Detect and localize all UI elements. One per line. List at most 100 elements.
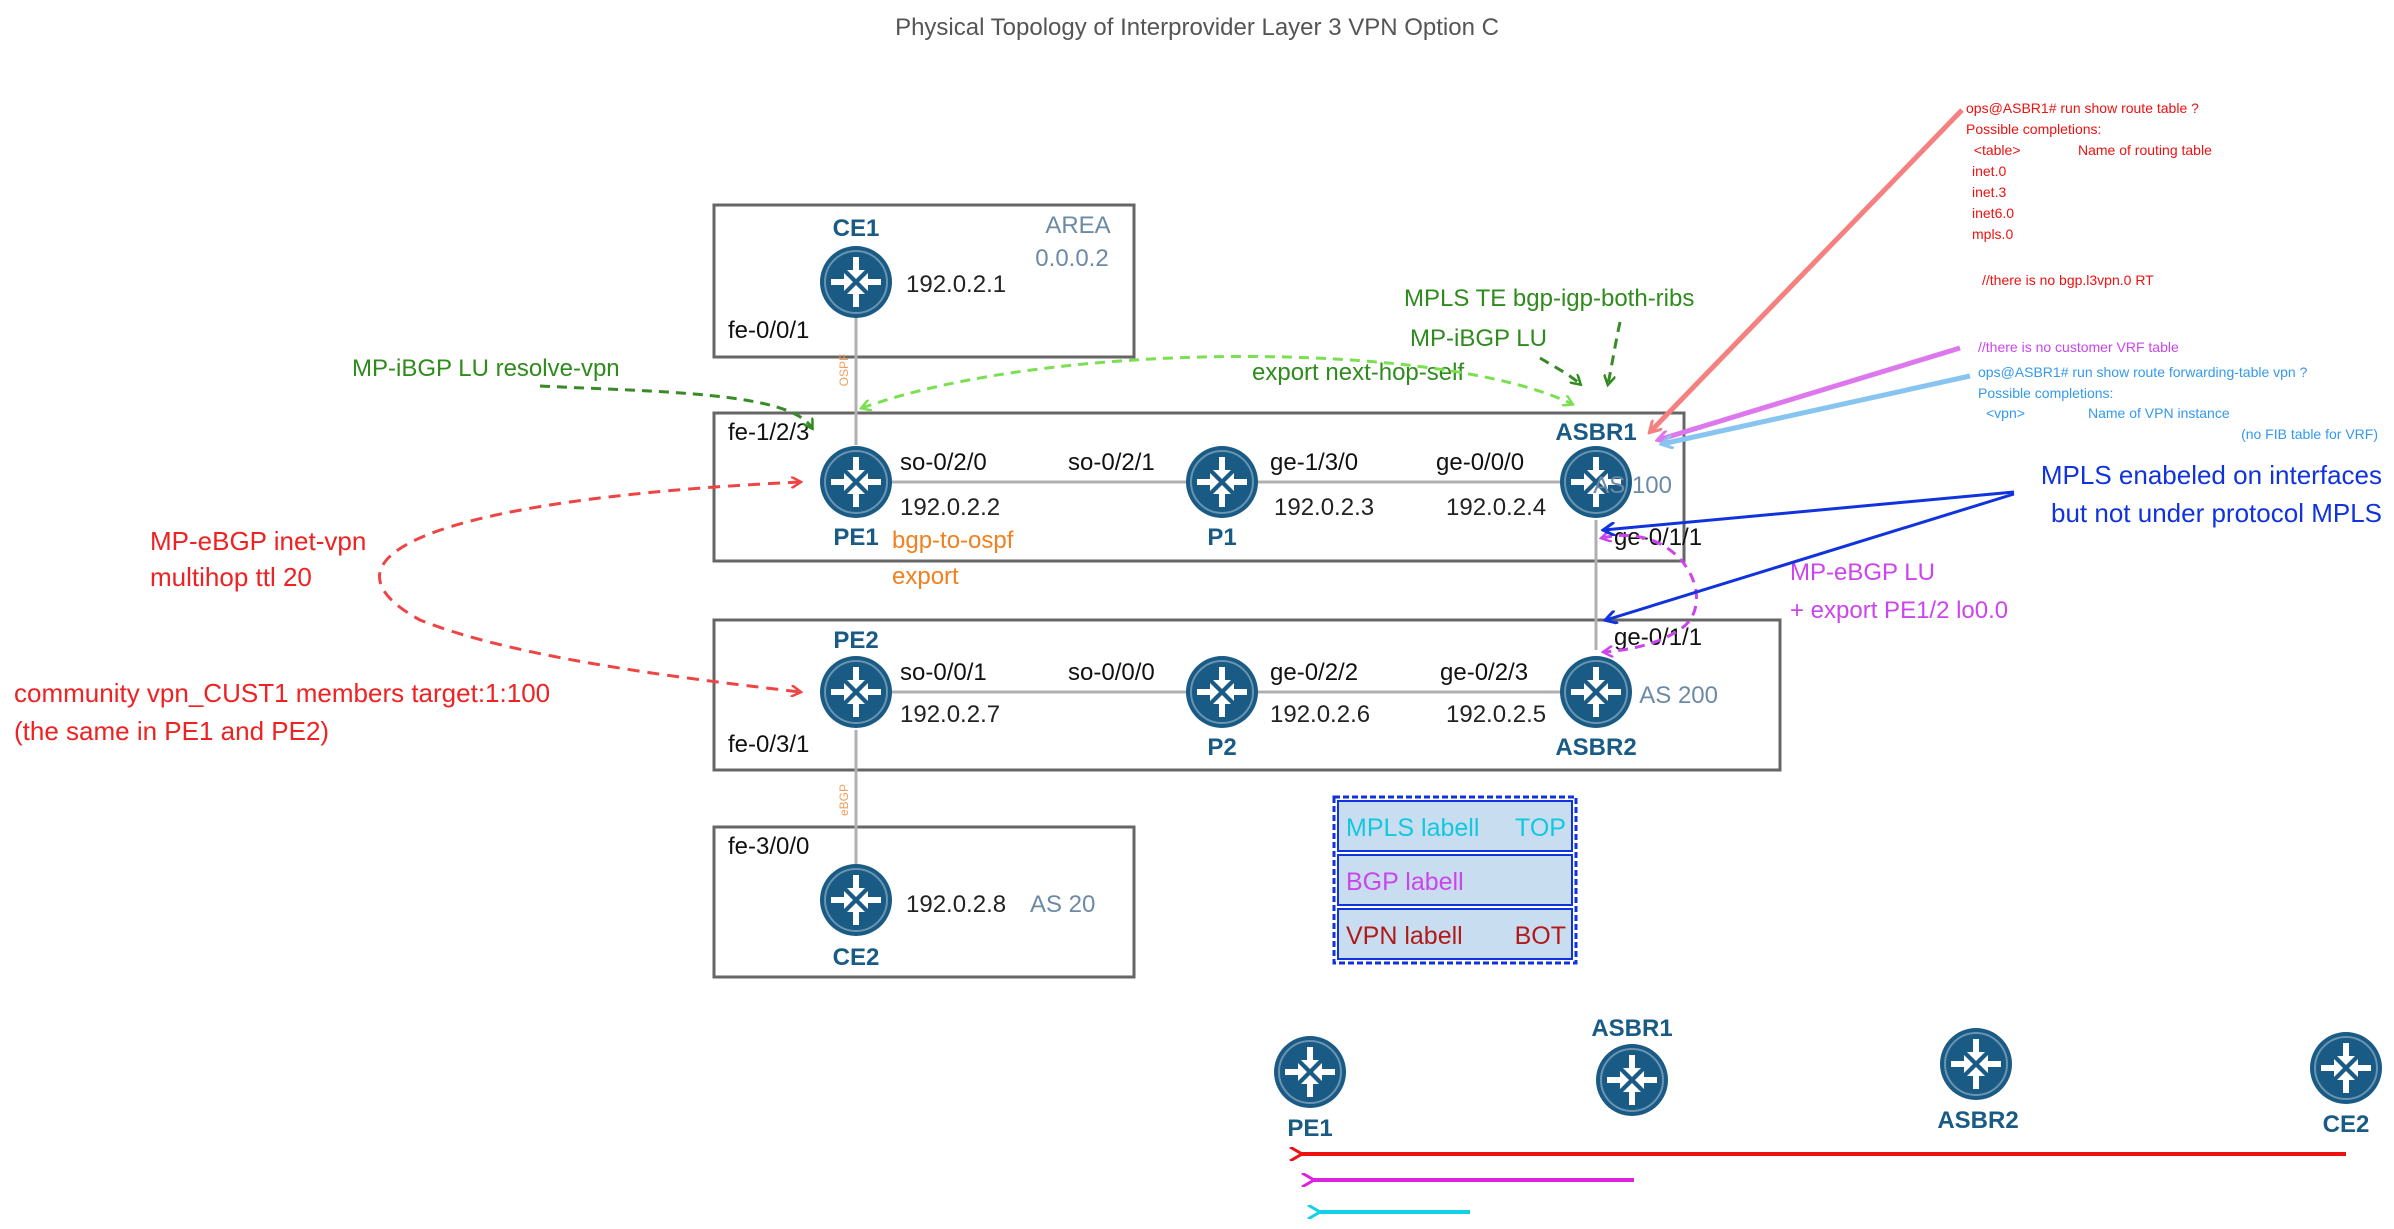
if-p1-so: so-0/2/1: [1068, 449, 1155, 476]
ce1-name: CE1: [833, 215, 880, 242]
if-pe1-so: so-0/2/0: [900, 449, 987, 476]
router-pe2-icon: [819, 655, 893, 729]
cli-red-line-1: ops@ASBR1# run show route table ?: [1966, 100, 2199, 116]
cli-blue-line-4: (no FIB table for VRF): [2241, 426, 2378, 442]
cli-red-line-7: mpls.0: [1972, 226, 2013, 242]
arrow-mpls-te: [1608, 321, 1622, 384]
arrow-cli-purple: [1658, 345, 1961, 440]
if-ce2-fe: fe-3/0/0: [728, 833, 809, 860]
as200-label: AS 200: [1639, 682, 1718, 709]
router-p1-icon: [1185, 445, 1259, 519]
as20-label: AS 20: [1030, 891, 1095, 918]
p2-name: P2: [1207, 734, 1236, 761]
label-stack: MPLS labell TOP BGP labell VPN labell BO…: [1332, 795, 1578, 965]
mp-ebgp-inetvpn-label: MP-eBGP inet-vpn: [150, 526, 366, 556]
ce1-ip: 192.0.2.1: [906, 271, 1006, 298]
cli-red-line-2: Possible completions:: [1966, 121, 2101, 137]
if-p1-ge: ge-1/3/0: [1270, 449, 1358, 476]
ce2-ip: 192.0.2.8: [906, 891, 1006, 918]
bottom-asbr2-name: ASBR2: [1937, 1107, 2018, 1134]
top-label-text: TOP: [1515, 814, 1566, 842]
mp-ebgp-lu-export: + export PE1/2 lo0.0: [1790, 597, 2008, 624]
if-ce1-fe: fe-0/0/1: [728, 317, 809, 344]
arrow-cli-red: [1650, 108, 1964, 432]
bgp-to-ospf-export: export: [892, 563, 959, 590]
export-nhs-label: export next-hop-self: [1252, 359, 1464, 386]
arrow-ibgp-pe1-asbr1: [862, 355, 1572, 408]
as100-label: AS 100: [1593, 472, 1672, 499]
router-ce1-icon: [819, 245, 893, 319]
bgp-label-text: BGP labell: [1346, 868, 1464, 896]
if-asbr2-ge1: ge-0/1/1: [1614, 624, 1702, 651]
router-pe1-icon: [819, 445, 893, 519]
if-pe1-fe: fe-1/2/3: [728, 419, 809, 446]
cli-blue-line-1: ops@ASBR1# run show route forwarding-tab…: [1978, 364, 2308, 380]
p1-name: P1: [1207, 524, 1236, 551]
cli-blue-line-3b: Name of VPN instance: [2088, 405, 2230, 421]
ce1-area-box: [712, 203, 1136, 359]
cli-blue-line-3: <vpn>: [1986, 405, 2025, 421]
ce2-name: CE2: [833, 944, 880, 971]
mpls-enabled-note: but not under protocol MPLS: [2051, 498, 2382, 528]
asbr1-name: ASBR1: [1555, 419, 1636, 446]
mpls-te-label: MPLS TE bgp-igp-both-ribs: [1404, 285, 1694, 312]
pe1-ip: 192.0.2.2: [900, 494, 1000, 521]
pe2-ip: 192.0.2.7: [900, 701, 1000, 728]
bottom-asbr2-icon: [1939, 1027, 2013, 1101]
router-p2-icon: [1185, 655, 1259, 729]
p2-ip: 192.0.2.6: [1270, 701, 1370, 728]
bottom-ce2-name: CE2: [2323, 1111, 2370, 1138]
asbr2-name: ASBR2: [1555, 734, 1636, 761]
bottom-asbr1-name: ASBR1: [1591, 1015, 1672, 1042]
arrow-mpls-asbr2: [1606, 492, 2015, 620]
bottom-asbr1-icon: [1595, 1043, 1669, 1117]
as200-box: [712, 618, 1782, 772]
mp-ebgp-multihop-label: multihop ttl 20: [150, 562, 312, 592]
community-label: community vpn_CUST1 members target:1:100: [14, 678, 550, 708]
if-asbr2-ge3: ge-0/2/3: [1440, 659, 1528, 686]
mp-ebgp-lu-label: MP-eBGP LU: [1790, 559, 1935, 586]
area-id: 0.0.0.2: [1035, 245, 1108, 272]
cli-red-line-3: <table>: [1966, 142, 2021, 158]
pe2-name: PE2: [833, 627, 878, 654]
bgp-to-ospf-label: bgp-to-ospf: [892, 527, 1014, 554]
arrow-mp-ibgp-lu: [1539, 356, 1580, 384]
if-asbr1-ge0: ge-0/0/0: [1436, 449, 1524, 476]
cli-red-line-3b: Name of routing table: [2078, 142, 2212, 158]
pe1-name: PE1: [833, 524, 878, 551]
area-label: AREA: [1045, 212, 1110, 239]
if-pe2-so: so-0/0/1: [900, 659, 987, 686]
arrow-ebgp-inetvpn: [378, 482, 800, 692]
arrow-mpls-asbr1: [1604, 490, 2015, 530]
cli-blue-line-2: Possible completions:: [1978, 385, 2113, 401]
cli-red-line-6: inet6.0: [1972, 205, 2014, 221]
ospf-link-label: OSPF: [837, 354, 851, 387]
ebgp-link-label: eBGP: [837, 784, 851, 816]
community-note: (the same in PE1 and PE2): [14, 716, 329, 746]
asbr2-ip: 192.0.2.5: [1446, 701, 1546, 728]
arrow-resolve-vpn: [539, 384, 812, 428]
bottom-ce2-icon: [2309, 1031, 2383, 1105]
diagram-title: Physical Topology of Interprovider Layer…: [895, 14, 1499, 41]
bottom-pe1-name: PE1: [1287, 1115, 1332, 1142]
cli-purple-line: //there is no customer VRF table: [1978, 339, 2179, 355]
ce2-box: [712, 825, 1136, 979]
bottom-pe1-icon: [1273, 1035, 1347, 1109]
asbr1-ip: 192.0.2.4: [1446, 494, 1546, 521]
if-p2-so: so-0/0/0: [1068, 659, 1155, 686]
vpn-label-text: VPN labell: [1346, 922, 1463, 950]
mpls-label-text: MPLS labell: [1346, 814, 1479, 842]
arrow-ebgp-lu: [1602, 535, 1699, 652]
p1-ip: 192.0.2.3: [1274, 494, 1374, 521]
arrow-cli-blue: [1662, 373, 1971, 444]
bot-label-text: BOT: [1515, 922, 1566, 950]
mpls-enabled-label: MPLS enabeled on interfaces: [2041, 460, 2382, 490]
cli-red-line-5: inet.3: [1972, 184, 2006, 200]
if-pe2-fe: fe-0/3/1: [728, 731, 809, 758]
router-asbr2-icon: [1559, 655, 1633, 729]
mp-ibgp-lu-resolve-label: MP-iBGP LU resolve-vpn: [352, 355, 620, 382]
if-p2-ge: ge-0/2/2: [1270, 659, 1358, 686]
router-ce2-icon: [819, 863, 893, 937]
